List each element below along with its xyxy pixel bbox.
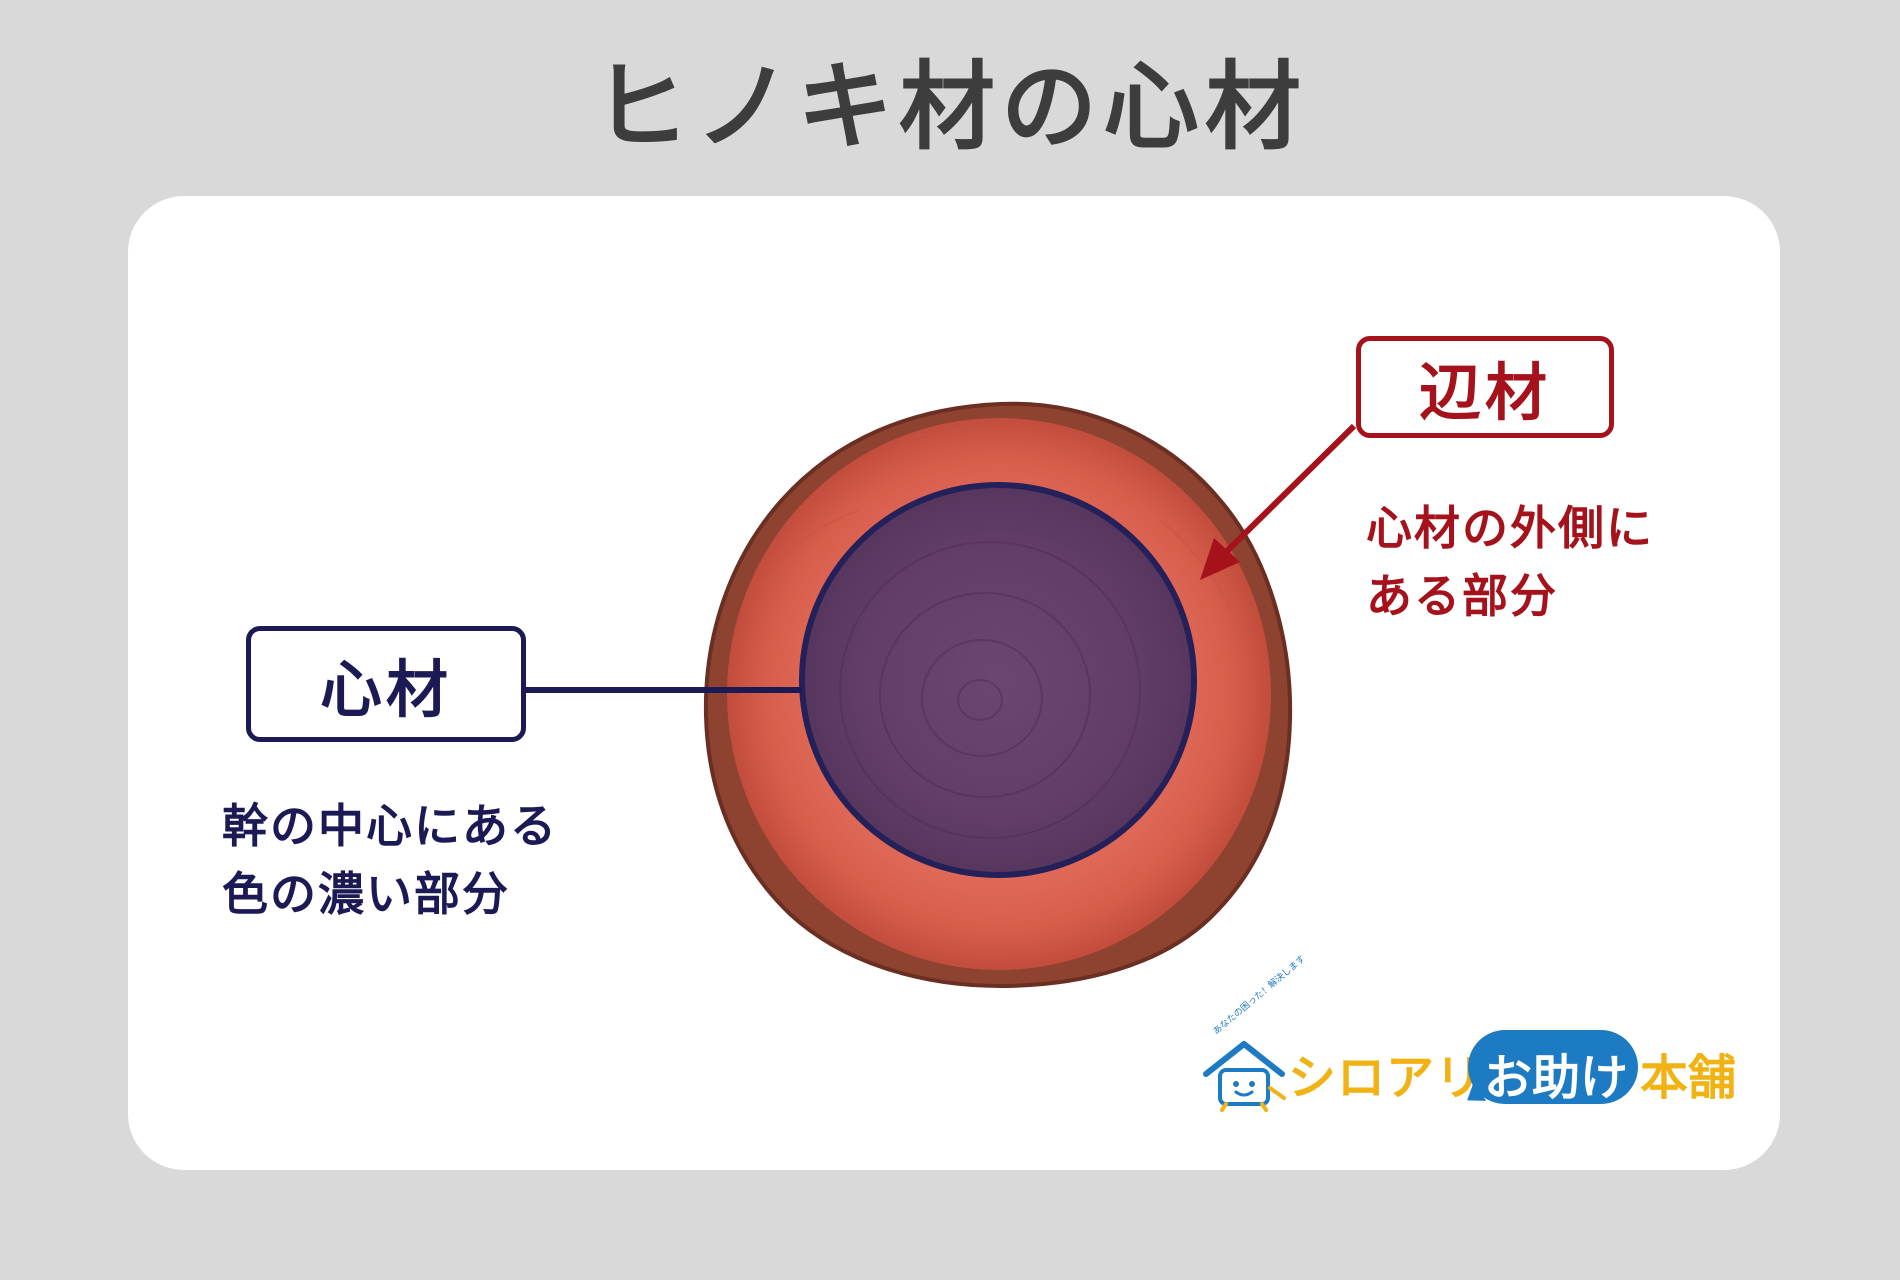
sapwood-label: 辺材	[1356, 336, 1614, 438]
sapwood-description-line2: ある部分	[1366, 569, 1558, 623]
house-mascot-icon	[1203, 1041, 1286, 1112]
heartwood-description-line2: 色の濃い部分	[222, 867, 510, 921]
brand-speech-bubble	[1468, 1030, 1638, 1104]
brand-name-part2: お助け	[1484, 1050, 1629, 1106]
brand-name-part3: 本舗	[1640, 1050, 1737, 1106]
heartwood-description: 幹の中心にある 色の濃い部分	[222, 792, 558, 928]
sapwood-description: 心材の外側に ある部分	[1366, 494, 1654, 630]
arrow-icon	[1200, 423, 1357, 580]
heartwood-region	[799, 482, 1197, 878]
heartwood-description-line1: 幹の中心にある	[222, 799, 558, 853]
brand-name-part1: シロアリ	[1288, 1050, 1485, 1106]
heartwood-label: 心材	[246, 626, 526, 742]
brand-logo: あなたの困った！解決します シロアリ お助け 本舗	[1188, 954, 1748, 1112]
sapwood-description-line1: 心材の外側に	[1366, 501, 1654, 555]
heartwood-rings	[839, 541, 1141, 839]
sapwood-texture	[749, 428, 1249, 957]
page-title: ヒノキ材の心材	[593, 51, 1307, 163]
